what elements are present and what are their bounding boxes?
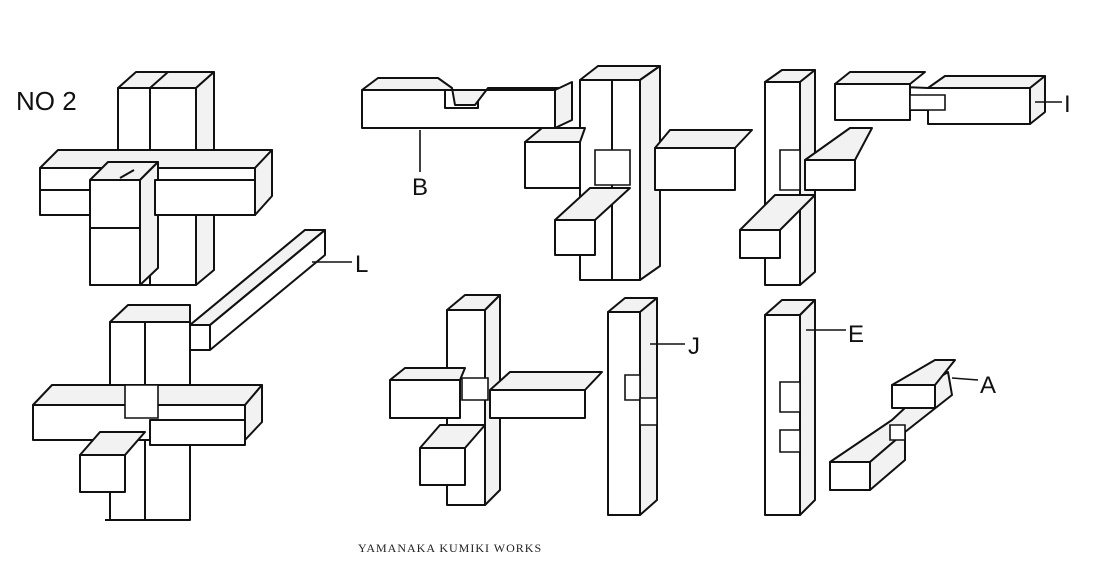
assembly-middle-bottom: [389, 294, 603, 506]
piece-j: [607, 297, 658, 516]
label-a: A: [980, 372, 996, 399]
assembly-middle-top: [524, 65, 753, 281]
piece-b: [361, 77, 573, 129]
label-l: L: [355, 251, 368, 278]
assembly-complete: [39, 71, 273, 286]
leader-a: [951, 377, 979, 381]
assembly-right-top: [739, 69, 873, 286]
piece-a: [829, 359, 956, 491]
label-b: B: [412, 174, 428, 201]
label-j: J: [688, 333, 700, 360]
label-e: E: [848, 321, 864, 348]
piece-e: [764, 299, 816, 516]
assembly-partial-with-l: [32, 229, 326, 521]
diagram-caption: YAMANAKA KUMIKI WORKS: [358, 541, 542, 555]
label-i: I: [1064, 91, 1071, 118]
diagram-title: NO 2: [16, 86, 77, 116]
piece-i: [834, 71, 1046, 125]
